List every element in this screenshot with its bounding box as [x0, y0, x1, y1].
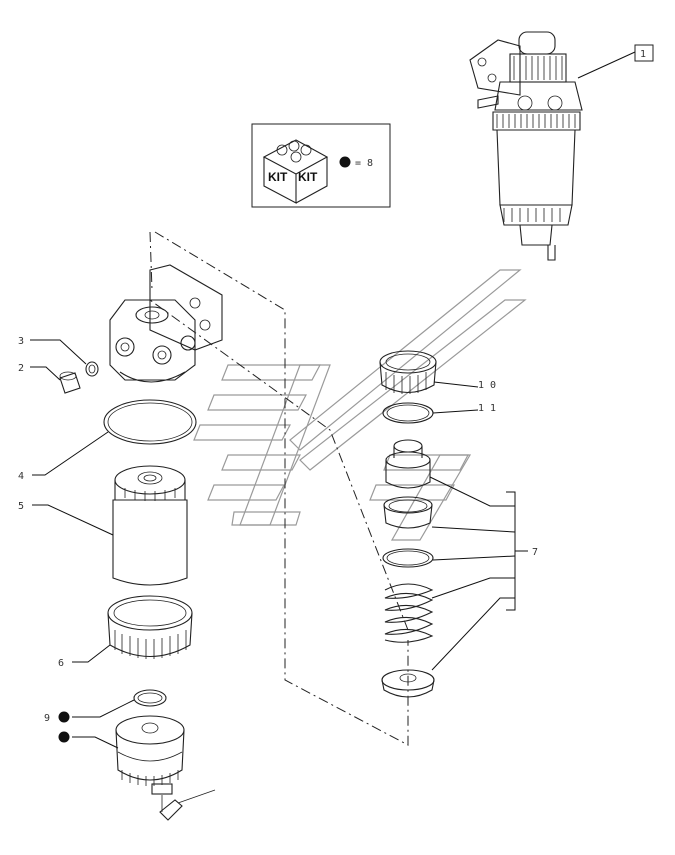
leader-11 [432, 409, 479, 414]
leader-2 [30, 366, 61, 381]
leader-7a [429, 476, 515, 507]
filter-head [109, 264, 223, 383]
kit-box: KIT KIT = 8 [251, 123, 391, 208]
washer-item-3 [85, 361, 99, 377]
leader-3 [30, 339, 87, 365]
kit-box-icon [262, 139, 329, 204]
bullet-dot-icon [58, 731, 70, 743]
small-o-ring-item-9 [133, 689, 167, 707]
bottom-cap-item-7 [381, 669, 435, 698]
callout-9: 9 [44, 713, 50, 724]
callout-2: 2 [18, 363, 24, 374]
float-item-7 [385, 439, 431, 489]
leader-1 [577, 51, 636, 79]
kit-label-right: KIT [298, 170, 318, 184]
bullet-dot-icon [58, 711, 70, 723]
o-ring-item-7 [382, 548, 434, 568]
leader-7b [431, 526, 516, 533]
plug-item-2 [59, 371, 81, 394]
water-bowl [115, 715, 216, 821]
leader-9 [72, 699, 135, 718]
callout-5: 5 [18, 501, 24, 512]
leader-10 [433, 381, 479, 388]
callout-box-1 [634, 44, 654, 62]
callout-1: 1 [640, 49, 646, 60]
callout-6: 6 [58, 658, 64, 669]
callout-7: 7 [532, 547, 538, 558]
kit-equals-ref: = 8 [355, 158, 373, 169]
leader-5 [32, 504, 114, 536]
o-ring-item-4 [103, 399, 197, 445]
leader-7e [431, 597, 515, 671]
kit-label-left: KIT [268, 170, 288, 184]
callout-4: 4 [18, 471, 24, 482]
filter-cartridge-item-5 [112, 465, 188, 586]
leader-6 [72, 644, 111, 663]
leader-bowl [72, 736, 119, 749]
exploded-group-outline [149, 231, 409, 746]
spring-item-7 [384, 583, 434, 643]
assembly-item-1 [469, 31, 583, 261]
seal-item-11 [382, 402, 434, 424]
leader-7c [432, 555, 516, 561]
leader-7d [431, 577, 515, 599]
ring-nut-item-6 [107, 595, 193, 659]
bracket-7 [506, 491, 516, 611]
ring-nut-item-10 [379, 350, 437, 394]
bullet-dot-icon [339, 156, 351, 168]
watermark-logo-icon [193, 269, 527, 541]
callout-3: 3 [18, 336, 24, 347]
callout-11: 1 1 [478, 403, 496, 414]
callout-10: 1 0 [478, 380, 496, 391]
leader-4 [32, 431, 109, 476]
cup-item-7 [383, 496, 433, 529]
